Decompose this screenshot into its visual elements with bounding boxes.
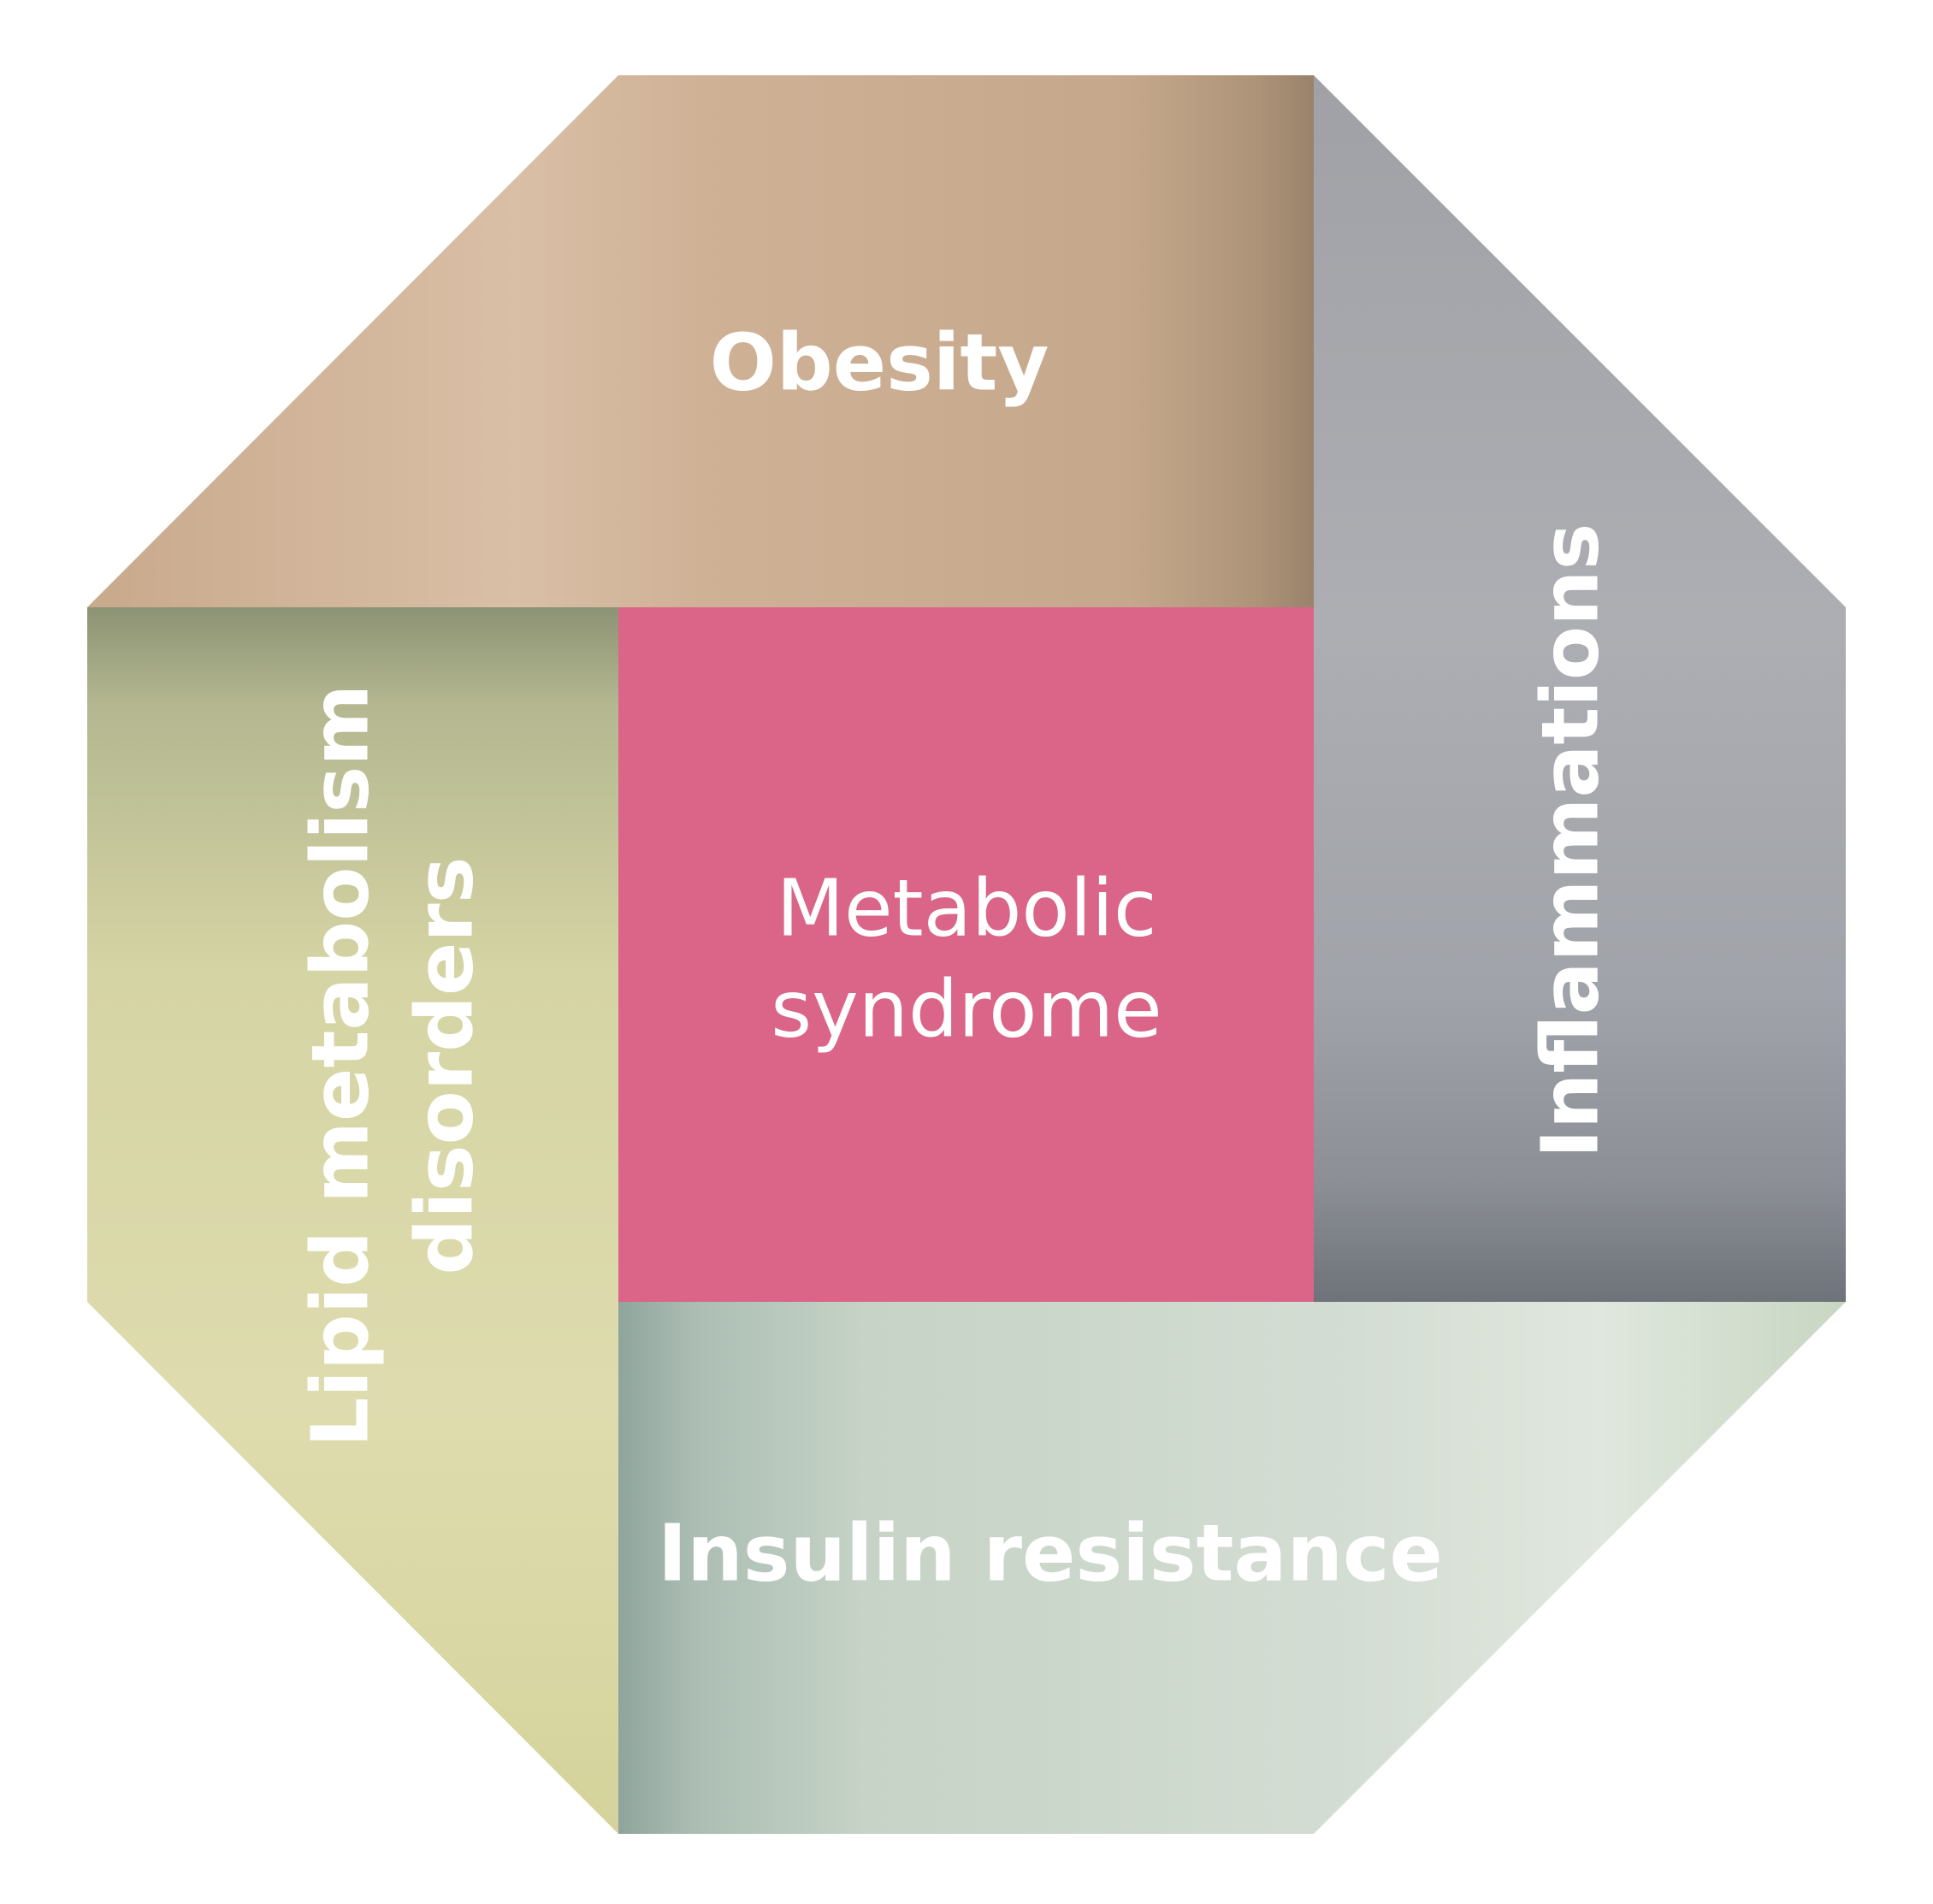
lipid-metabolism-segment [87,607,618,1834]
lipid-metabolism-label-line2: disorders [399,856,491,1274]
insulin-resistance-label: Insulin resistance [658,1508,1443,1599]
insulin-resistance-segment [618,1302,1846,1834]
metabolic-syndrome-label-line1: Metabolic [777,863,1157,955]
lipid-metabolism-label-line1: Lipid metabolism [295,684,387,1448]
metabolic-syndrome-center [618,607,1314,1302]
inflammations-segment [1314,75,1846,1302]
obesity-segment [87,75,1314,607]
obesity-label: Obesity [710,317,1049,409]
metabolic-syndrome-label-line2: syndrome [771,964,1162,1055]
inflammations-label: Inflammations [1525,523,1617,1159]
